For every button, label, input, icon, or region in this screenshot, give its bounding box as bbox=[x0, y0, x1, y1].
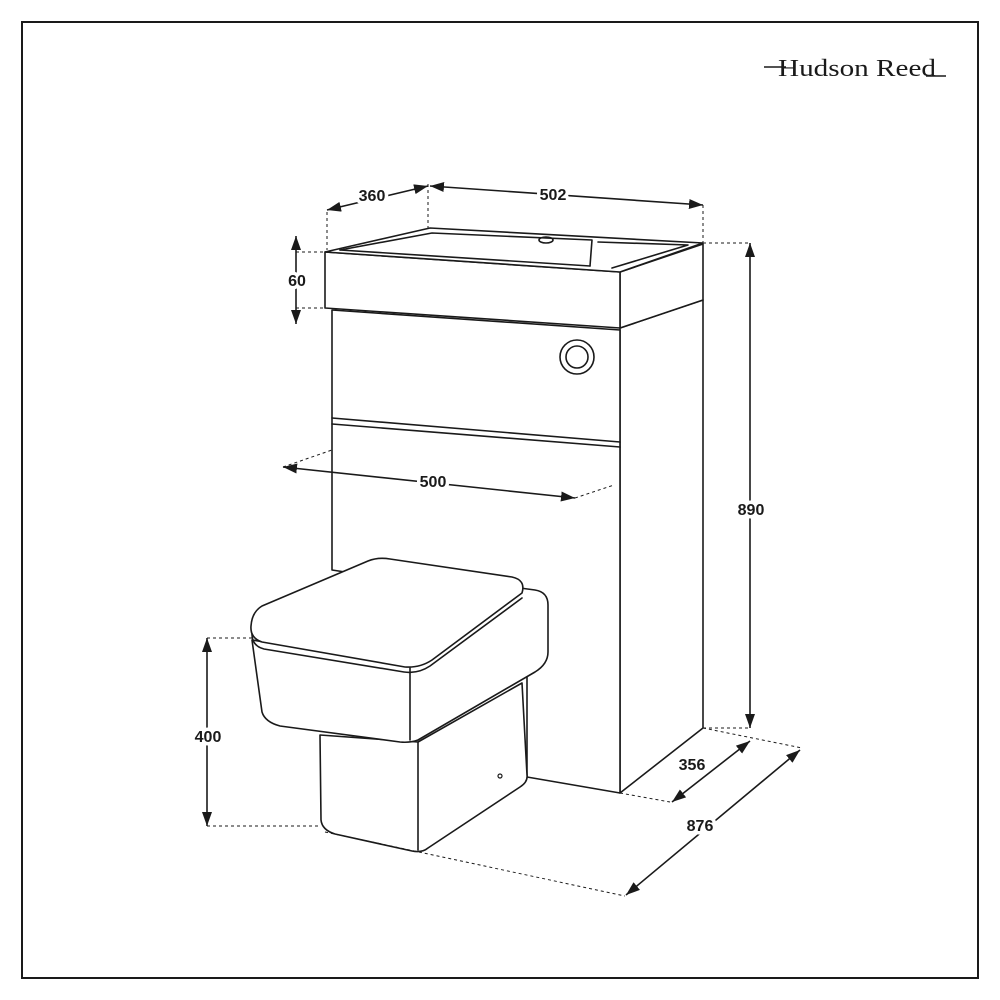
fixing-hole-icon bbox=[497, 773, 503, 779]
dim-label-cabinet-depth: 356 bbox=[679, 757, 706, 774]
dim-label-overall-depth: 876 bbox=[687, 818, 714, 835]
dim-label-basin-depth: 360 bbox=[359, 188, 386, 205]
dim-line-basin-width bbox=[429, 181, 704, 210]
flush-button-icon bbox=[559, 339, 595, 375]
dim-label-cabinet-width: 500 bbox=[420, 474, 447, 491]
brand-logo: Hudson Reed bbox=[764, 56, 946, 82]
dim-label-pan-height: 400 bbox=[195, 729, 222, 746]
basin bbox=[324, 227, 704, 329]
flush-button-inner bbox=[565, 345, 589, 369]
dim-line-cabinet-width bbox=[282, 463, 576, 502]
extension-line bbox=[574, 484, 615, 499]
vanity-cabinet bbox=[331, 299, 704, 794]
dim-label-basin-thickness: 60 bbox=[288, 273, 306, 290]
toilet-pan bbox=[250, 557, 549, 853]
pan-pedestal bbox=[319, 682, 528, 853]
toilet-seat-lid bbox=[250, 557, 524, 668]
dim-line-overall-depth bbox=[625, 749, 801, 896]
dim-label-overall-height: 890 bbox=[738, 502, 765, 519]
seat-lid-edge bbox=[251, 597, 523, 674]
tap-deck-outline bbox=[597, 241, 689, 269]
dim-label-basin-width: 502 bbox=[540, 187, 567, 204]
dim-line-basin-depth bbox=[326, 184, 429, 212]
brand-name: Hudson Reed bbox=[778, 56, 936, 82]
basin-bowl-outline bbox=[339, 232, 593, 267]
dimension-labels: 360 502 60 890 500 400 356 876 bbox=[191, 184, 768, 839]
tap-hole-icon bbox=[538, 236, 554, 244]
door-split-line bbox=[331, 423, 621, 448]
basin-bowl-front-edge bbox=[339, 249, 591, 267]
dimension-arrows bbox=[202, 181, 801, 896]
door-split-line bbox=[331, 417, 621, 443]
cabinet-side-panel bbox=[619, 299, 704, 794]
extension-line bbox=[702, 727, 803, 749]
